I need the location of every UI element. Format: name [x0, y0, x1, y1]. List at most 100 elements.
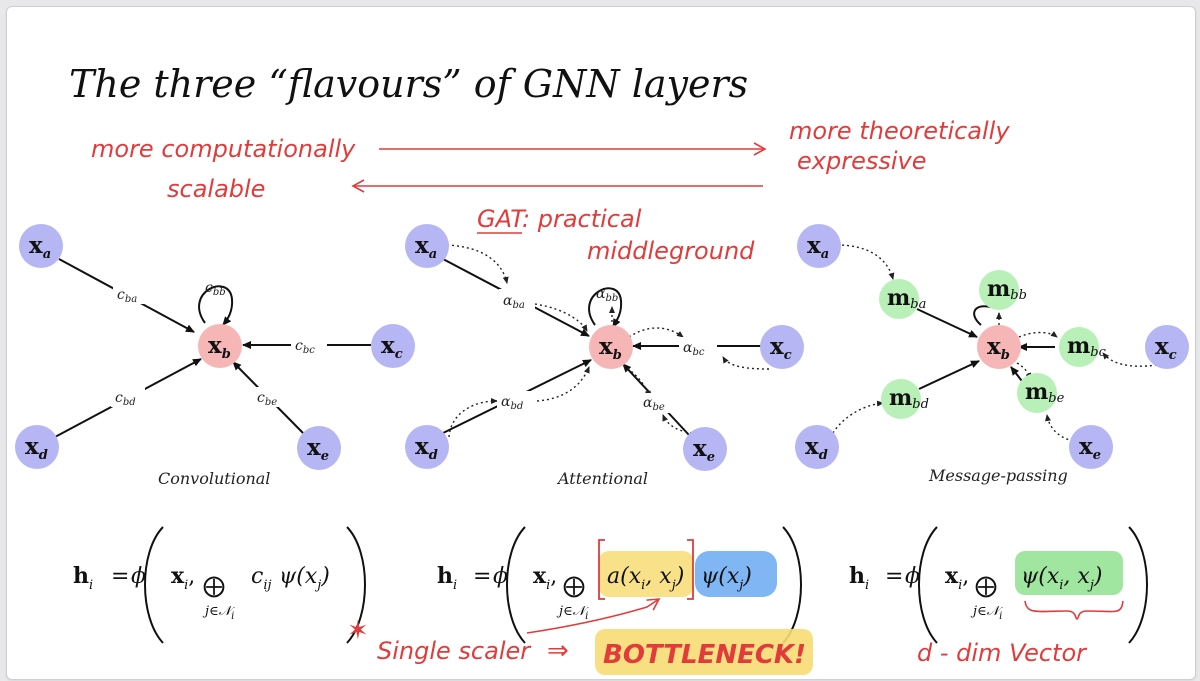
svg-text:cbd: cbd	[115, 390, 136, 408]
node-xb: xb	[589, 325, 633, 369]
message-passing-diagram: mba mbb mbc mbd mbe xa xb xc	[795, 224, 1189, 485]
self-loop-b	[588, 287, 623, 328]
svg-text:xa: xa	[807, 232, 829, 262]
star-glyph: ✶	[347, 616, 369, 646]
node-xa: xa	[797, 224, 841, 268]
node-xa: xa	[19, 224, 63, 268]
edge-label-ba: αba	[499, 289, 535, 311]
svg-text:ψ(xj): ψ(xj)	[279, 564, 330, 593]
svg-text:cij: cij	[251, 564, 272, 593]
svg-text:αbd: αbd	[501, 394, 523, 412]
svg-text:xe: xe	[307, 434, 329, 464]
svg-text:j∈𝒩i: j∈𝒩i	[970, 604, 1004, 622]
edge-label-be: αbe	[639, 393, 675, 413]
highlight-message	[695, 551, 777, 597]
svg-text:xc: xc	[770, 333, 792, 363]
svg-text:xi,: xi,	[171, 563, 195, 593]
svg-text:xc: xc	[1155, 333, 1177, 363]
svg-text:ϕ: ϕ	[493, 564, 508, 589]
edge-mbd-b	[918, 360, 980, 390]
annotation-right-line1: more theoretically	[789, 117, 1010, 145]
self-loop-b	[198, 285, 234, 326]
svg-text:ϕ: ϕ	[131, 564, 146, 589]
slide: The three “flavours” of GNN layers more …	[6, 6, 1196, 680]
edge-mba-b	[916, 308, 978, 338]
svg-text:=: =	[111, 564, 129, 589]
svg-text:cbc: cbc	[295, 338, 315, 356]
svg-text:xb: xb	[987, 333, 1010, 363]
message-node-mbe: mbe	[1017, 373, 1065, 413]
vector-annotation: d - dim Vector	[917, 639, 1088, 667]
svg-text:xe: xe	[1079, 433, 1101, 463]
svg-text:xe: xe	[693, 435, 715, 465]
svg-text:⨁: ⨁	[563, 574, 585, 599]
svg-text:mbe: mbe	[1025, 379, 1065, 406]
node-xb: xb	[977, 325, 1021, 369]
svg-text:⨁: ⨁	[975, 574, 997, 599]
svg-text:αbe: αbe	[643, 395, 665, 413]
node-xe: xe	[1069, 425, 1113, 469]
svg-text:xc: xc	[381, 332, 403, 362]
equation-attentional: hi = ϕ xi, ⨁ j∈𝒩i a(xi, xj) ψ(xj)	[437, 526, 802, 644]
gat-line2: middleground	[587, 237, 755, 265]
node-xc: xc	[760, 325, 804, 369]
message-node-mbc: mbc	[1059, 327, 1107, 367]
message-node-mba: mba	[879, 279, 926, 319]
node-xd: xd	[405, 425, 449, 469]
highlight-attention-coefficient	[599, 551, 693, 597]
svg-text:xd: xd	[805, 433, 828, 463]
highlight-vector-message	[1015, 551, 1123, 595]
svg-text:xa: xa	[29, 232, 51, 262]
node-xb: xb	[198, 324, 242, 368]
equation-convolutional: hi = ϕ xi, ⨁ j∈𝒩i cij ψ(xj)	[73, 526, 366, 644]
gat-label: GAT	[477, 205, 527, 233]
svg-text:=: =	[885, 564, 903, 589]
svg-text:mbd: mbd	[889, 385, 929, 412]
slide-title: The three “flavours” of GNN layers	[69, 62, 748, 106]
edge-label-ba: cba	[113, 284, 147, 305]
svg-text:cbb: cbb	[205, 280, 226, 298]
node-xd: xd	[795, 425, 839, 469]
svg-text:xi,: xi,	[533, 563, 557, 593]
edge-label-bb: cbb	[205, 280, 226, 298]
svg-text:mbb: mbb	[987, 276, 1027, 303]
edge-label-bd: cbd	[111, 387, 145, 408]
message-node-mbd: mbd	[881, 379, 929, 419]
attentional-diagram: αba αbb αbc αbd αbe xa xb xc	[405, 224, 804, 488]
svg-text:mbc: mbc	[1067, 333, 1107, 360]
annotation-left-line1: more computationally	[91, 135, 356, 163]
scalar-pointer-arrow	[526, 598, 661, 634]
brace-vector	[1024, 600, 1124, 620]
svg-text:j∈𝒩i: j∈𝒩i	[556, 604, 590, 622]
edge-label-bc: cbc	[291, 335, 327, 356]
equation-message-passing: hi = ϕ xi, ⨁ j∈𝒩i ψ(xi, xj)	[849, 526, 1148, 644]
bottleneck-text: BOTTLENECK!	[603, 640, 806, 670]
caption-attentional: Attentional	[556, 469, 648, 488]
annotation-gat: GAT : practical middleground	[477, 205, 755, 265]
gat-rest: : practical	[522, 205, 642, 233]
svg-text:hi: hi	[73, 563, 93, 593]
svg-text:cbe: cbe	[257, 390, 277, 408]
svg-text:hi: hi	[437, 563, 457, 593]
svg-text:αbc: αbc	[683, 340, 705, 358]
svg-text:ψ(xj): ψ(xj)	[701, 564, 752, 593]
annotation-expressive: more theoretically expressive	[789, 117, 1010, 175]
annotation-left-line2: scalable	[167, 175, 265, 203]
svg-text:ψ(xi, xj): ψ(xi, xj)	[1021, 564, 1102, 593]
slide-canvas: The three “flavours” of GNN layers more …	[15, 62, 1189, 675]
node-xd: xd	[15, 425, 59, 469]
node-xe: xe	[683, 427, 727, 471]
svg-text:xb: xb	[599, 333, 622, 363]
svg-text:cba: cba	[117, 287, 137, 305]
svg-text:=: =	[473, 564, 491, 589]
svg-text:j∈𝒩i: j∈𝒩i	[202, 604, 236, 622]
node-xa: xa	[405, 224, 449, 268]
convolutional-diagram: cba cbb cbc cbd cbe xa xb xc	[15, 224, 415, 488]
svg-text:αba: αba	[503, 293, 525, 311]
svg-text:xd: xd	[415, 433, 438, 463]
svg-text:a(xi, xj): a(xi, xj)	[607, 564, 684, 593]
svg-text:xd: xd	[25, 433, 48, 463]
message-node-mbb: mbb	[979, 270, 1027, 310]
svg-text:hi: hi	[849, 563, 869, 593]
single-scalar-text: Single scaler	[377, 637, 532, 665]
